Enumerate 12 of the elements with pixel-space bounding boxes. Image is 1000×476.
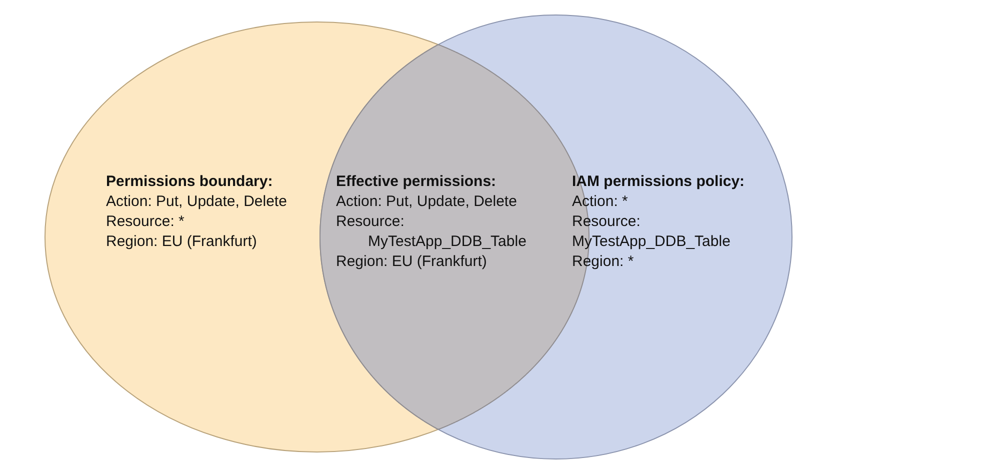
permission-line: Region: EU (Frankfurt) (106, 232, 258, 252)
permission-line: Resource: MyTestApp_DDB_Table (336, 212, 528, 252)
permission-line: Region: * (572, 252, 635, 272)
heading: Effective permissions: (336, 172, 498, 192)
permission-line: Region: EU (Frankfurt) (336, 252, 488, 272)
permission-line: Action: Put, Update, Delete (336, 192, 518, 212)
permission-line: Action: * (572, 192, 629, 212)
permission-line: Resource: * (106, 212, 186, 232)
heading: IAM permissions policy: (572, 172, 746, 192)
permission-line: Action: Put, Update, Delete (106, 192, 288, 212)
heading: Permissions boundary: (106, 172, 274, 192)
permission-line: Resource: MyTestApp_DDB_Table (572, 212, 732, 252)
